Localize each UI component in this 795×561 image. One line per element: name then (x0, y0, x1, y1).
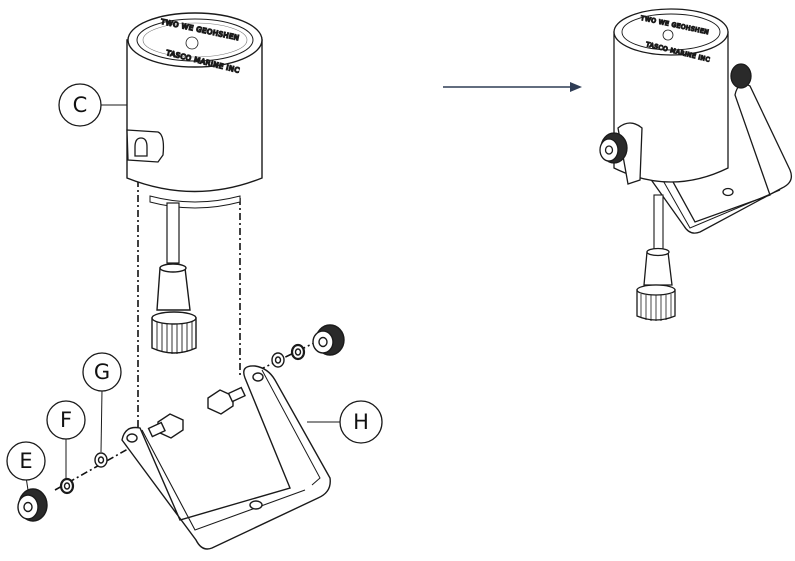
mounting-bracket (121, 365, 331, 550)
callout-f: F (46, 400, 86, 440)
assembled-view: TWO WE GEOHSHEN TASCO MARINE INC (599, 8, 793, 321)
assembled-knob-left (599, 132, 628, 164)
knob-right (312, 324, 345, 356)
callout-g: G (82, 352, 122, 392)
light-housing: TWO WE GEOHSHEN TASCO MARINE INC (126, 12, 263, 209)
bolt-right (207, 386, 246, 415)
callout-f-label: F (60, 408, 72, 432)
exploded-view: TWO WE GEOHSHEN TASCO MARINE INC (17, 12, 345, 550)
callout-g-label: G (94, 360, 110, 384)
callout-c: C (58, 83, 102, 127)
bracket-hole-right (252, 372, 264, 382)
assembled-knob-right (730, 63, 752, 89)
bracket-hole-left (126, 433, 138, 443)
callout-h-label: H (353, 410, 369, 434)
lens-center (185, 36, 199, 50)
assembly-arrow (443, 82, 582, 92)
knob-e (17, 488, 48, 522)
cable-stem (151, 202, 197, 354)
bracket-hole-bottom (249, 500, 263, 510)
callout-h: H (339, 400, 383, 444)
callout-e-label: E (19, 449, 32, 473)
callout-c-label: C (73, 93, 88, 117)
callout-leaders (25, 104, 340, 491)
callout-e: E (6, 441, 46, 481)
bolt-left (147, 413, 184, 439)
